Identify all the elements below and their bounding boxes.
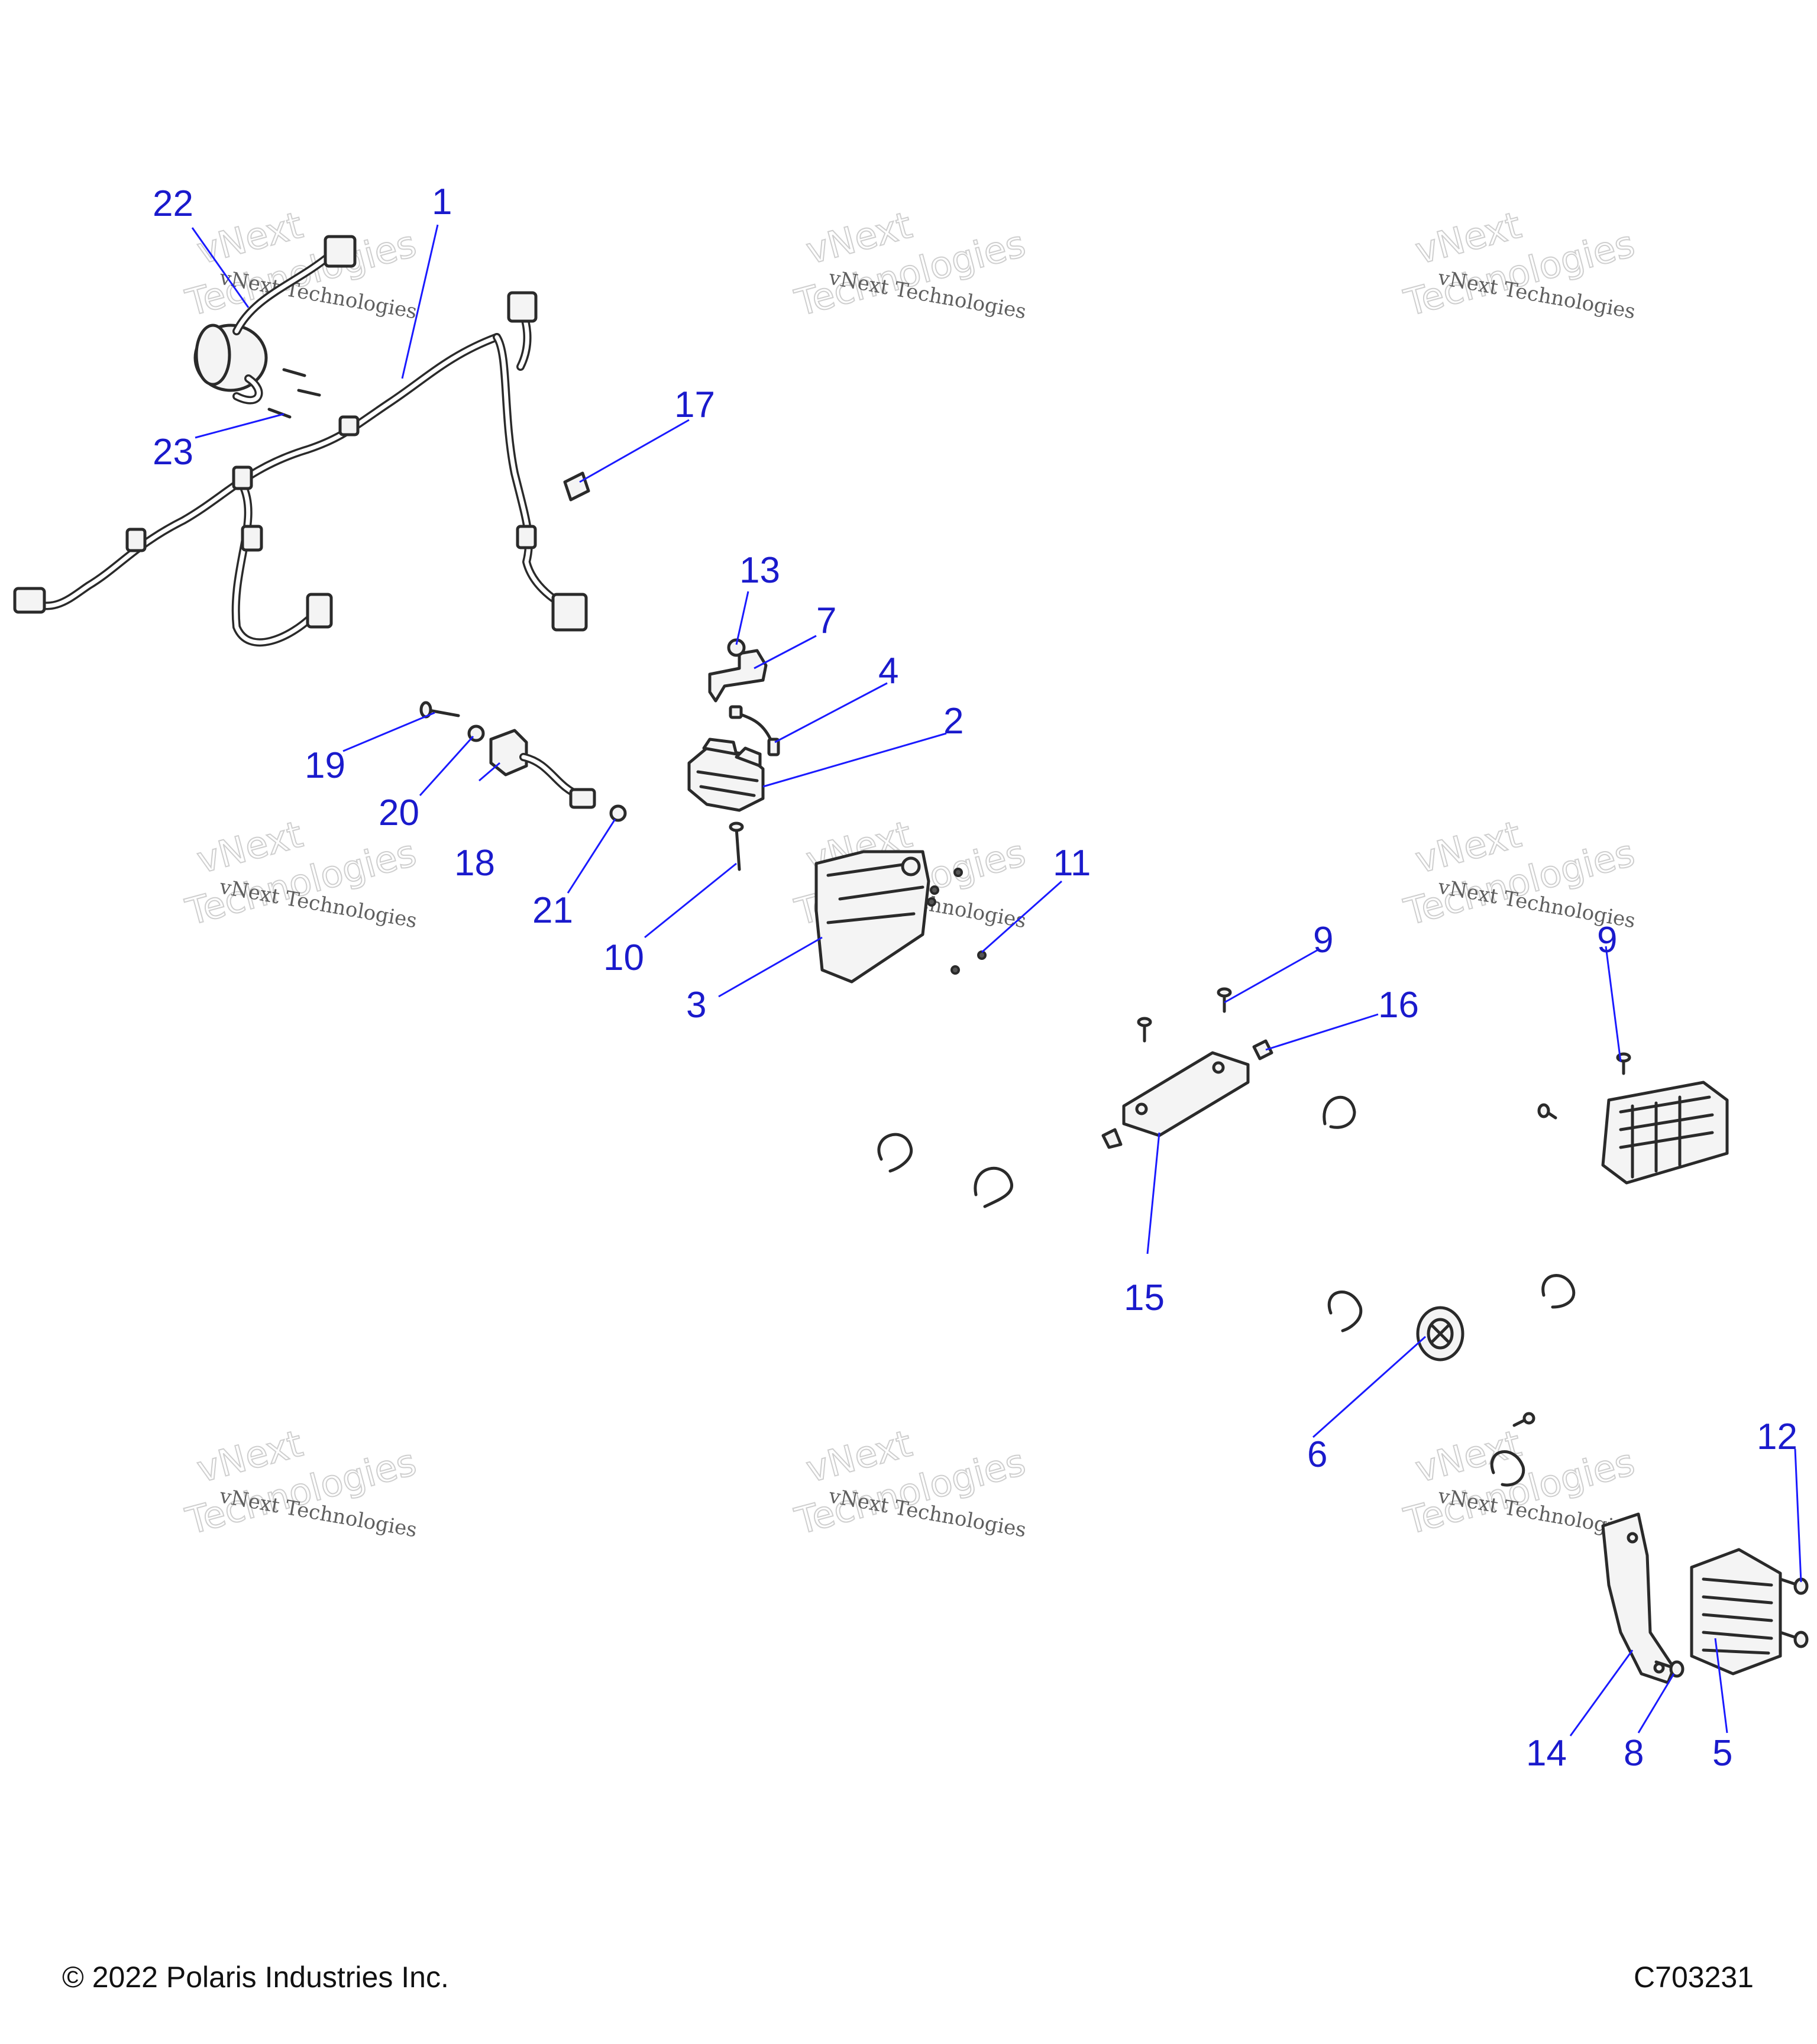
relay-module (489, 729, 596, 809)
callout-21: 21 (532, 890, 573, 931)
callout-16: 16 (1378, 985, 1419, 1026)
callout-22: 22 (153, 183, 193, 224)
nut (727, 638, 746, 657)
regulator-bracket (1601, 1512, 1676, 1684)
footer: © 2022 Polaris Industries Inc. C703231 (62, 1961, 1754, 1994)
starter-solenoid (193, 235, 357, 405)
callout-12: 12 (1757, 1416, 1797, 1457)
callout-5: 5 (1712, 1733, 1732, 1774)
clip (1101, 1039, 1273, 1149)
callout-14: 14 (1526, 1733, 1567, 1774)
callout-1: 1 (432, 182, 452, 222)
mounting-plate (1122, 1051, 1250, 1137)
voltage-regulator (1690, 1548, 1782, 1676)
callout-13: 13 (739, 550, 780, 591)
grommet (1416, 1306, 1464, 1361)
long-bolt (729, 822, 744, 871)
connector-module (1601, 1081, 1729, 1185)
leader-lines (191, 224, 1802, 1736)
harness-clip (563, 471, 590, 502)
callout-6: 6 (1307, 1434, 1327, 1475)
ignition-coil (687, 738, 765, 812)
zip-tie (877, 1095, 1576, 1487)
callout-11: 11 (1053, 843, 1091, 884)
callout-2: 2 (943, 701, 964, 742)
bolt (1512, 1412, 1809, 1678)
copyright-text: © 2022 Polaris Industries Inc. (62, 1961, 449, 1994)
callout-9a: 9 (1313, 920, 1333, 960)
ecu (814, 850, 930, 984)
solenoid-stud (267, 368, 321, 419)
callout-7: 7 (816, 600, 836, 641)
callout-18: 18 (454, 843, 495, 884)
callout-8: 8 (1624, 1733, 1644, 1774)
cap-nut (609, 804, 627, 822)
callout-17: 17 (674, 384, 715, 425)
bolt (419, 701, 460, 719)
callout-10: 10 (603, 937, 644, 978)
callout-15: 15 (1124, 1278, 1165, 1318)
callouts: 1 2 3 4 5 6 7 8 9 9 10 11 12 13 14 15 16… (153, 182, 1797, 1774)
callout-3: 3 (686, 985, 706, 1026)
coil-bracket (708, 649, 768, 703)
diagram-code: C703231 (1634, 1961, 1754, 1994)
wire-harness (13, 291, 588, 647)
callout-4: 4 (878, 651, 898, 691)
sensor-lead (729, 705, 780, 756)
callout-19: 19 (305, 745, 345, 786)
callout-20: 20 (379, 793, 419, 833)
callout-9b: 9 (1597, 920, 1617, 960)
callout-23: 23 (153, 432, 193, 473)
